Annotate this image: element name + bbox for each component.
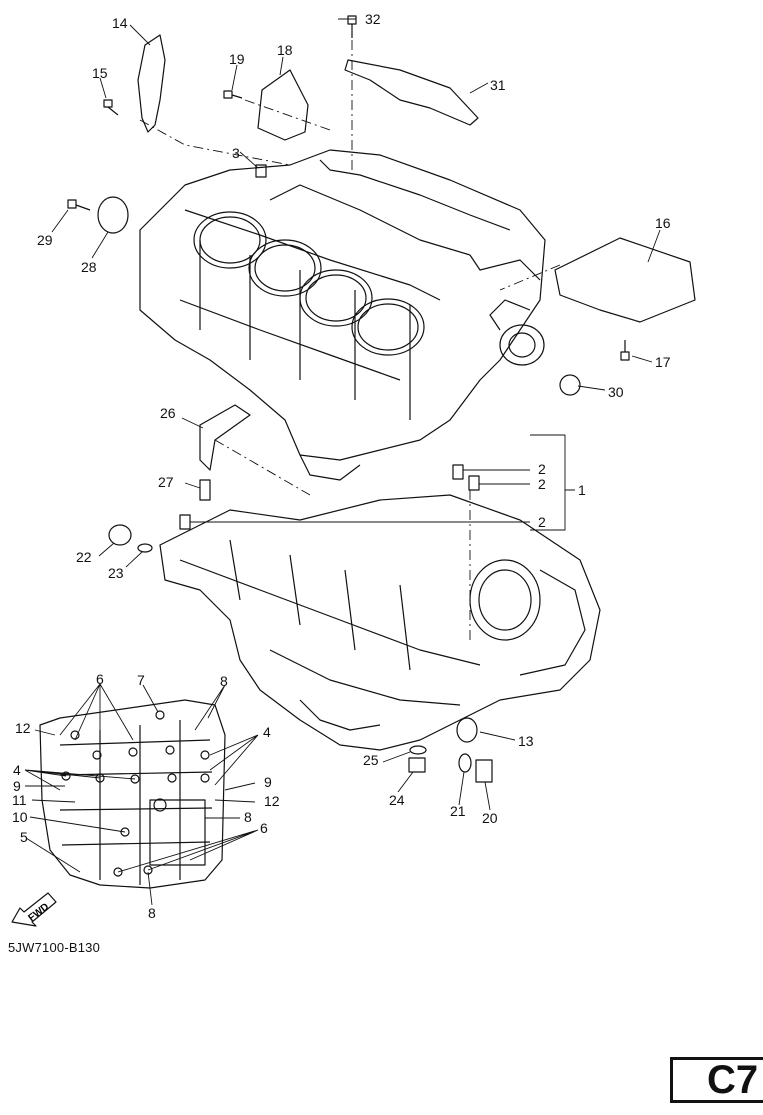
- callout-27: 27: [158, 474, 174, 490]
- callout-2: 2: [538, 514, 546, 530]
- callout-7: 7: [137, 672, 145, 688]
- filter-part-24: [408, 757, 426, 773]
- callout-labels: 1 2 2 2 3 4 4 5 6 6 7 8 8 8 9 9 10 11 12…: [12, 11, 671, 921]
- cover-part-14: [137, 34, 166, 133]
- pump-housing-boss: [489, 299, 545, 366]
- callout-23: 23: [108, 565, 124, 581]
- callout-8: 8: [244, 809, 252, 825]
- callout-28: 28: [81, 259, 97, 275]
- callout-20: 20: [482, 810, 498, 826]
- gear-part-30: [559, 374, 581, 396]
- callout-32: 32: [365, 11, 381, 27]
- bolt-part-19: [223, 90, 243, 99]
- callout-8: 8: [220, 673, 228, 689]
- bolt-part-17: [620, 340, 630, 361]
- dowel-pin-2c: [179, 514, 191, 530]
- callout-12: 12: [15, 720, 31, 736]
- callout-15: 15: [92, 65, 108, 81]
- assembly-guide-lines: [139, 40, 561, 640]
- callout-19: 19: [229, 51, 245, 67]
- o-ring-part-25: [409, 745, 427, 755]
- callout-31: 31: [490, 77, 506, 93]
- callout-24: 24: [389, 792, 405, 808]
- bolt-part-29: [67, 199, 91, 211]
- upper-crankcase: [139, 149, 546, 481]
- o-ring-part-21: [458, 753, 472, 773]
- callout-22: 22: [76, 549, 92, 565]
- o-ring-part-23: [137, 543, 153, 553]
- dowel-pin-2a: [452, 464, 464, 480]
- plate-part-31: [344, 59, 479, 126]
- callout-4: 4: [263, 724, 271, 740]
- plug-part-22: [108, 524, 132, 546]
- callout-6: 6: [260, 820, 268, 836]
- callout-6: 6: [96, 671, 104, 687]
- page-tag: C7: [670, 1057, 763, 1103]
- callout-9: 9: [264, 774, 272, 790]
- callout-5: 5: [20, 829, 28, 845]
- cap-part-28: [97, 196, 129, 234]
- bottom-view-inset: [39, 699, 226, 889]
- bolt-part-15: [103, 99, 119, 116]
- callout-17: 17: [655, 354, 671, 370]
- fwd-arrow-icon: [11, 892, 57, 927]
- callout-2: 2: [538, 461, 546, 477]
- plate-part-18: [257, 69, 309, 141]
- callout-16: 16: [655, 215, 671, 231]
- bolt-part-27: [199, 479, 211, 501]
- fwd-label: FWD: [26, 901, 51, 924]
- dowel-pin-2b: [468, 475, 480, 491]
- callout-8: 8: [148, 905, 156, 921]
- callout-21: 21: [450, 803, 466, 819]
- bolt-part-32: [347, 15, 357, 38]
- callout-29: 29: [37, 232, 53, 248]
- lower-crankcase: [159, 494, 601, 751]
- callout-13: 13: [518, 733, 534, 749]
- cylinder-bores: [193, 211, 425, 356]
- leader-lines: [24, 18, 661, 906]
- dowel-pin-3: [255, 164, 267, 178]
- callout-10: 10: [12, 809, 28, 825]
- callout-9: 9: [13, 778, 21, 794]
- callout-11: 11: [12, 792, 27, 808]
- plug-part-13: [456, 717, 478, 743]
- plug-part-20: [475, 759, 493, 783]
- callout-25: 25: [363, 752, 379, 768]
- callout-14: 14: [112, 15, 128, 31]
- callout-26: 26: [160, 405, 176, 421]
- diagram-code: 5JW7100-B130: [8, 940, 101, 955]
- callout-30: 30: [608, 384, 624, 400]
- bracket-part-26: [199, 404, 251, 471]
- callout-4: 4: [13, 762, 21, 778]
- callout-3: 3: [232, 145, 240, 161]
- callout-1: 1: [578, 482, 586, 498]
- callout-2: 2: [538, 476, 546, 492]
- callout-18: 18: [277, 42, 293, 58]
- callout-12: 12: [264, 793, 280, 809]
- baffle-plate-part-16: [554, 237, 696, 323]
